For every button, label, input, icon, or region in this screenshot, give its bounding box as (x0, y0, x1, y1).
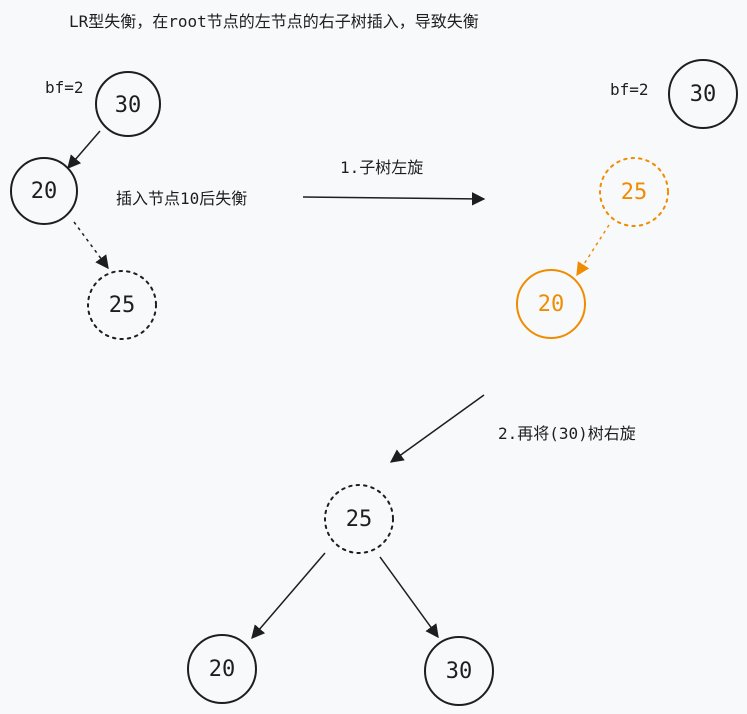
node-25-final: 25 (324, 484, 394, 554)
bf-label-step1: bf=2 (610, 80, 649, 99)
step2-label: 2.再将(30)树右旋 (498, 424, 636, 443)
node-20-final: 20 (187, 634, 257, 704)
node-25-step1: 25 (599, 157, 669, 227)
node-30-final-label: 30 (446, 659, 473, 684)
step1-arrow (302, 192, 486, 206)
node-30-step1: 30 (668, 59, 738, 129)
step2-arrow (389, 394, 485, 463)
node-25-inserted-label: 25 (109, 293, 136, 318)
edge-25-to-30-final (379, 556, 439, 639)
node-30-step1-label: 30 (690, 82, 717, 107)
node-20-final-label: 20 (209, 657, 236, 682)
edge-20-to-25-initial (73, 221, 109, 270)
bf-label-initial: bf=2 (45, 78, 84, 97)
node-20-step1-label: 20 (538, 292, 565, 317)
node-25-step1-label: 25 (621, 180, 648, 205)
step1-label: 1.子树左旋 (340, 158, 424, 177)
diagram-title: LR型失衡，在root节点的左节点的右子树插入，导致失衡 (69, 12, 479, 31)
edge-30-to-20-initial (67, 130, 101, 170)
node-25-inserted: 25 (87, 270, 157, 340)
node-30-initial-label: 30 (115, 93, 142, 118)
imbalance-note: 插入节点10后失衡 (116, 189, 248, 208)
node-25-final-label: 25 (346, 507, 373, 532)
node-20-initial: 20 (10, 157, 78, 225)
node-20-step1: 20 (516, 269, 586, 339)
node-30-initial: 30 (95, 71, 161, 137)
edge-25-to-20-final (251, 552, 326, 640)
node-30-final: 30 (424, 636, 494, 706)
edge-25-to-20-step1 (576, 224, 610, 277)
node-20-initial-label: 20 (31, 179, 58, 204)
